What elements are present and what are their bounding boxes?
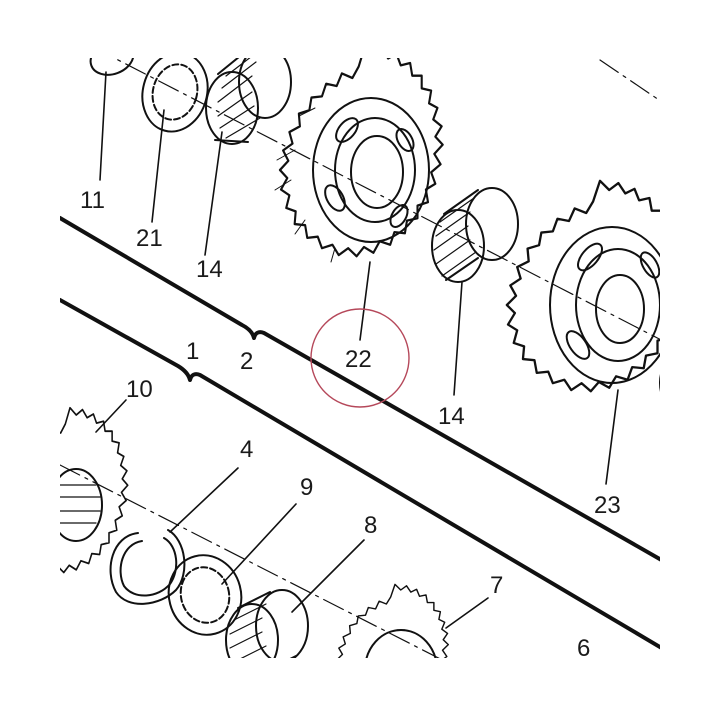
splined-washer-9 — [167, 554, 243, 636]
highlight-circle-22 — [310, 308, 410, 408]
callout-1: 1 — [186, 338, 200, 365]
callout-21: 21 — [136, 225, 163, 252]
callout-23: 23 — [594, 492, 621, 519]
shaft-axis-upper — [112, 58, 660, 341]
leader-8 — [291, 539, 365, 613]
leader-7 — [445, 597, 489, 629]
leader-14-upper — [204, 131, 223, 256]
leader-lines — [95, 71, 619, 629]
callout-6: 6 — [577, 635, 591, 662]
gear-22 — [274, 58, 444, 263]
leader-23 — [605, 389, 619, 485]
circlip-11 — [89, 58, 135, 76]
gear-10 — [60, 406, 129, 574]
splined-washer-21 — [141, 58, 209, 133]
shaft-axis-lower — [60, 464, 440, 658]
circlip-4 — [109, 529, 186, 605]
callout-22: 22 — [345, 346, 372, 373]
leader-10 — [95, 399, 127, 433]
gear-7 — [337, 583, 449, 658]
callout-8: 8 — [364, 512, 378, 539]
leader-4 — [169, 467, 239, 533]
callout-7: 7 — [490, 572, 504, 599]
leader-22 — [359, 261, 371, 341]
callout-4: 4 — [240, 436, 254, 463]
callout-9: 9 — [300, 474, 314, 501]
leader-11 — [99, 71, 107, 181]
shaft-axis-top-right — [599, 59, 660, 102]
shaft-bracket-lower — [60, 298, 660, 650]
leader-9 — [221, 503, 297, 585]
needle-bearing-14-middle — [431, 187, 519, 283]
leader-21 — [151, 109, 165, 223]
needle-bearing-14-upper — [205, 58, 292, 145]
callout-14-upper: 14 — [196, 256, 223, 283]
callout-14-middle: 14 — [438, 403, 465, 430]
shaft-bracket-upper — [60, 216, 660, 562]
callout-10: 10 — [126, 376, 153, 403]
needle-bearing-8 — [225, 589, 309, 658]
gear-23 — [505, 179, 660, 393]
callout-11: 11 — [80, 187, 105, 214]
callout-2: 2 — [240, 348, 254, 375]
leader-14-middle — [453, 281, 463, 396]
